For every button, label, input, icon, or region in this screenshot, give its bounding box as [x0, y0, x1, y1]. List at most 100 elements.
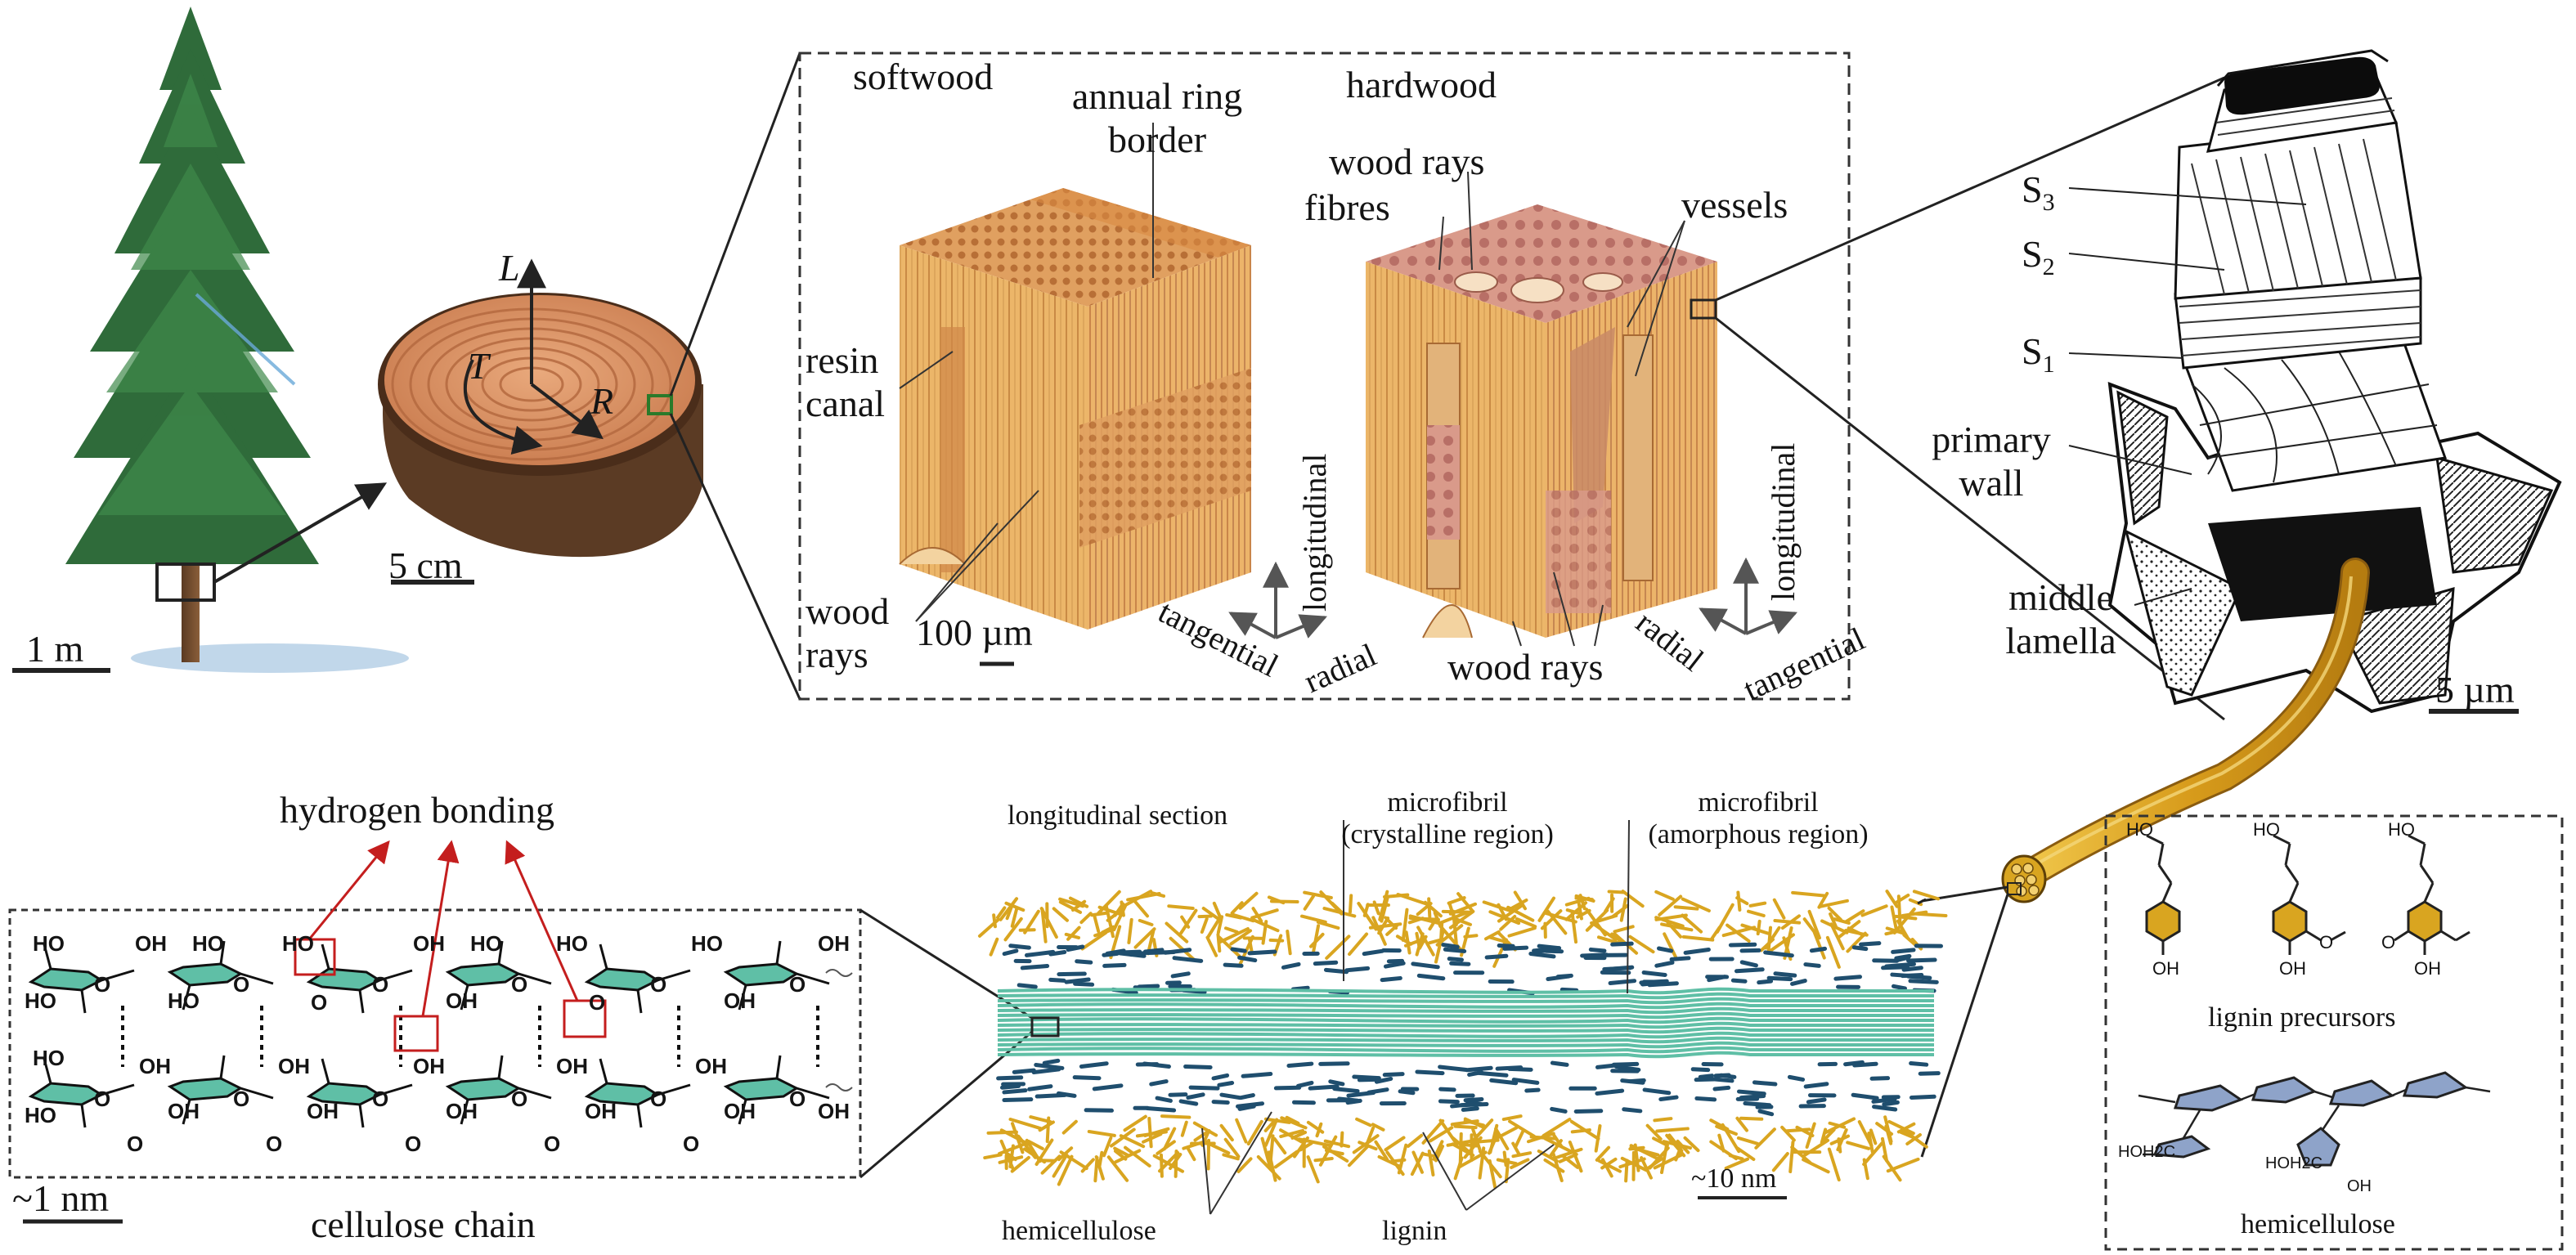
lignin-segment [1825, 935, 1841, 969]
lignin-segment [1218, 935, 1241, 958]
hemicellulose-segment [1728, 942, 1757, 948]
hemicellulose-segment [1042, 1058, 1061, 1065]
lignin-segment [1901, 1128, 1928, 1149]
lignin-segment [1097, 1150, 1104, 1168]
lignin-segment [1771, 1152, 1789, 1172]
tree-scale-label: 1 m [26, 628, 84, 670]
hemicellulose-segment [1843, 1060, 1865, 1067]
hemicellulose-segment [1450, 1101, 1474, 1109]
lignin-segment [1890, 905, 1898, 930]
chem-group-label: OH [724, 988, 756, 1013]
chem-group-label: O [650, 1087, 667, 1111]
hemicellulose-segment [1057, 971, 1087, 977]
hemicellulose-segment [1532, 947, 1554, 953]
hemicellulose-segment [1639, 979, 1669, 985]
hemicellulose-segment [1736, 1089, 1766, 1096]
hydrogen-bonding-label: hydrogen bonding [280, 789, 555, 831]
hemicellulose-segment [1852, 1061, 1878, 1068]
chem-group-label: O [650, 972, 667, 997]
hemicellulose-segment [1712, 1085, 1731, 1091]
lignin-segment [1829, 912, 1838, 928]
lignin-segment [1348, 894, 1353, 914]
hemicellulose-segment [1318, 1061, 1350, 1066]
lignin-segment [1159, 1153, 1164, 1178]
lignin-segment [1508, 1119, 1536, 1138]
lignin-segment [1504, 1158, 1510, 1184]
lignin-segment [1432, 1140, 1444, 1161]
hemicellulose-segment [1172, 956, 1204, 963]
lignin-segment [1104, 904, 1115, 939]
cellulose-strand [997, 1051, 1934, 1059]
hemicellulose-segment [1642, 1087, 1672, 1096]
lignin-segment [1603, 897, 1615, 913]
chem-group-label: HO [470, 931, 502, 956]
hemicellulose-segment [1411, 961, 1440, 970]
lignin-segment [1180, 915, 1191, 929]
lignin-segment [1739, 1116, 1764, 1121]
lignin-segment [1654, 890, 1675, 901]
hemicellulose-segment [1641, 970, 1667, 977]
cellulose-strand [997, 1036, 1934, 1044]
cellulose-chain-label: cellulose chain [311, 1203, 536, 1245]
primary-wall-line1: primary [1932, 419, 2051, 460]
hemicellulose-segment [1020, 963, 1050, 970]
chem-group-label: HO [25, 988, 56, 1013]
middle-lamella-label: middle lamella [1979, 576, 2143, 663]
lignin-segment [1453, 1124, 1478, 1130]
hemicellulose-segment [1291, 1100, 1316, 1105]
microfibril-section [977, 890, 1948, 1189]
lignin-segment [1537, 896, 1555, 922]
hemicellulose-segment [1002, 1088, 1028, 1095]
resin-canal-label: resin canal [806, 339, 885, 426]
lignin-segment [1039, 907, 1058, 939]
lignin-segment [1205, 916, 1222, 939]
softwood-title: softwood [853, 56, 994, 97]
hemicellulose-segment [1027, 1084, 1053, 1091]
amorphous-line2: (amorphous region) [1648, 819, 1869, 850]
lignin-segment [1663, 932, 1677, 959]
log-disk-illustration [378, 52, 801, 700]
glucose-ring [28, 967, 105, 992]
vessels-label: vessels [1681, 184, 1788, 226]
lignin-segment [1507, 926, 1537, 938]
lignin-segment [1509, 898, 1528, 911]
lignin-segment [1286, 930, 1292, 956]
precursor-panel-frame [2104, 814, 2564, 1251]
hemicellulose-segment [1628, 1078, 1646, 1084]
hemicellulose-segment [1550, 1106, 1568, 1114]
hemicellulose-segment [1438, 1087, 1456, 1092]
lignin-segment [1887, 1119, 1915, 1136]
chem-group-label: OH [818, 1099, 850, 1123]
lignin-segment [1740, 923, 1770, 935]
lignin-segment [1747, 909, 1766, 917]
hemicellulose-segment [1188, 1085, 1220, 1091]
amorphous-region-label: microfibril (amorphous region) [1603, 787, 1914, 850]
precursor2-ho-label: HO [2253, 819, 2280, 840]
hemicellulose-segment [1489, 1078, 1519, 1086]
hemicellulose-segment [1048, 977, 1066, 983]
lignin-segment [1087, 1130, 1116, 1137]
chem-group-label: O [311, 990, 328, 1015]
s3-label: S3 [2022, 168, 2055, 217]
lignin-segment [1256, 1154, 1281, 1181]
chem-group-label: OH [695, 1054, 727, 1078]
cellulose-strand [997, 992, 1934, 1000]
lignin-segment [1676, 1139, 1690, 1154]
lignin-segment [1131, 898, 1150, 918]
cellulose-strand [997, 1002, 1934, 1010]
lignin-segment [1511, 1141, 1521, 1156]
lignin-segment [1653, 1152, 1685, 1170]
lignin-segment [998, 1143, 1025, 1156]
chem-group-label: O [372, 972, 389, 997]
hemicellulose-segment [1178, 1099, 1199, 1106]
lignin-segment [1355, 1117, 1372, 1127]
lignin-segment [1655, 1127, 1690, 1133]
lignin-segment [977, 917, 1000, 938]
lignin-segment [1501, 1114, 1523, 1122]
lignin-segment [1323, 1139, 1351, 1149]
hemicellulose-segment [1223, 962, 1244, 968]
lignin-segment [1219, 1123, 1234, 1142]
cellulose-strand [997, 1016, 1934, 1024]
lignin-segment [1570, 910, 1578, 944]
hemicellulose-segment [1295, 1080, 1314, 1088]
